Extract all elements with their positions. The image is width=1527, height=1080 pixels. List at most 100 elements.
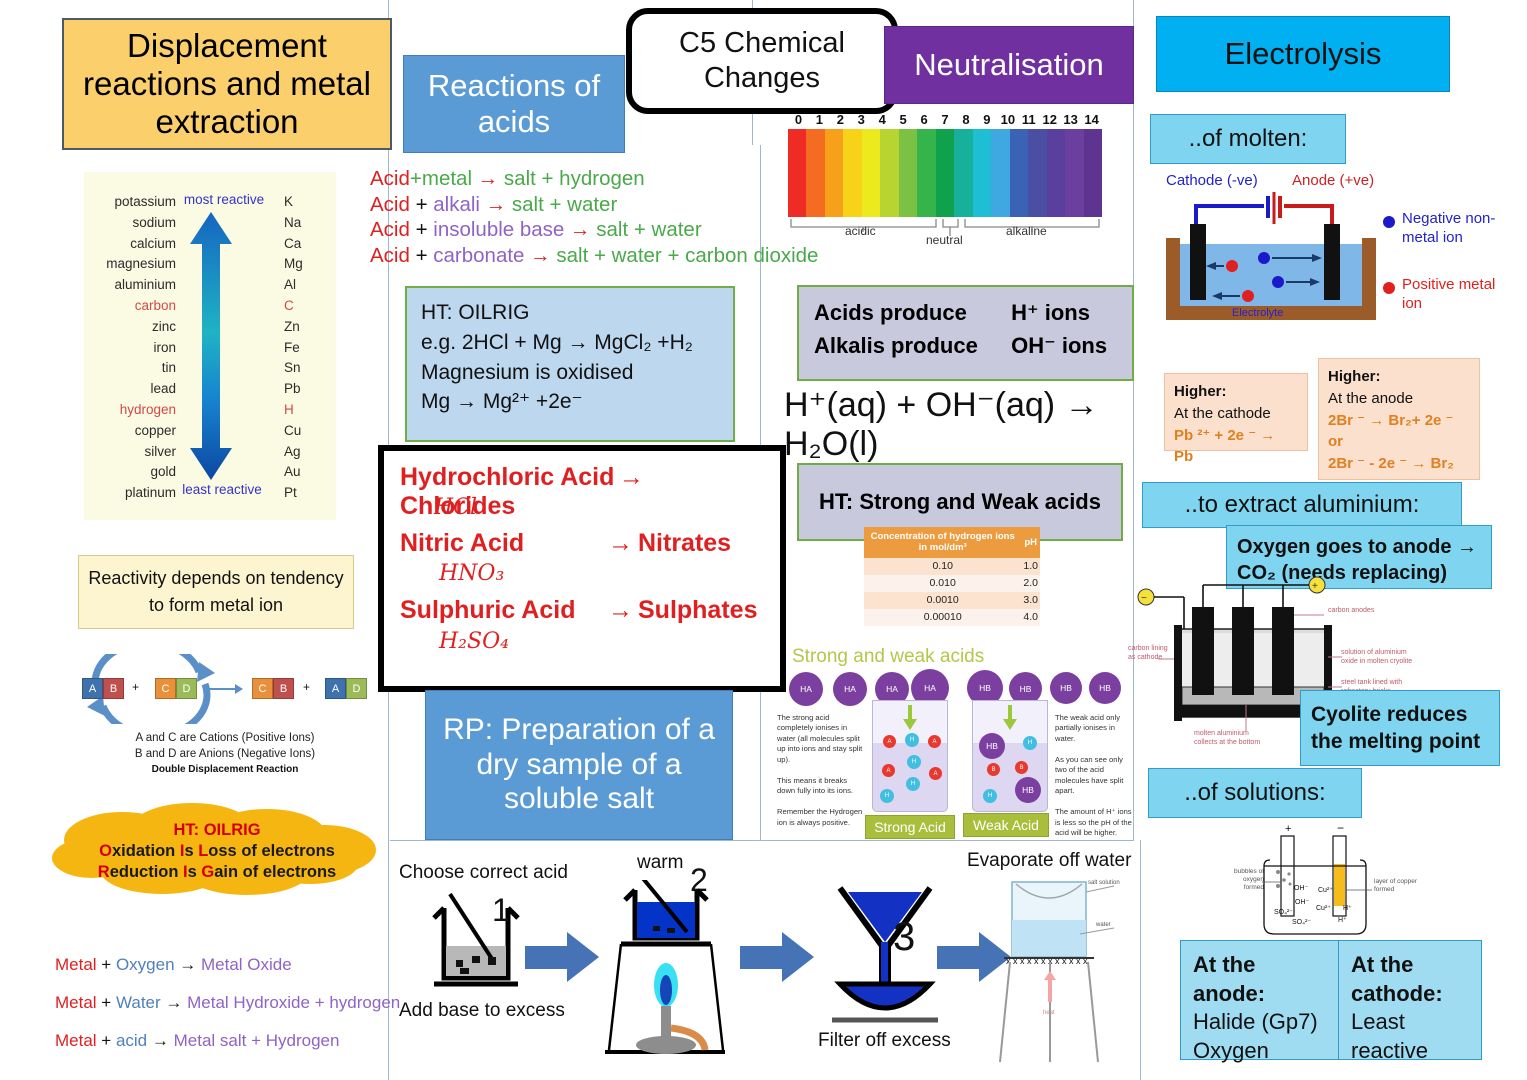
higher-cathode-line2: At the cathode bbox=[1174, 404, 1271, 422]
arrow-icon: → bbox=[530, 243, 551, 267]
plus-sign: + bbox=[409, 192, 434, 216]
acid-formula: HCl bbox=[434, 495, 477, 520]
reactivity-symbol: Na bbox=[284, 214, 302, 230]
acid-equations-list: Acid+metal → salt + hydrogen Acid + alka… bbox=[370, 166, 818, 269]
strong-weak-header-label: HT: Strong and Weak acids bbox=[819, 488, 1101, 514]
ph-acidic-label: acidic bbox=[845, 224, 876, 238]
solution-copper-label: layer of copper formed bbox=[1374, 878, 1417, 894]
reagent-label: Oxygen bbox=[115, 955, 175, 974]
oilrig-g: G bbox=[201, 863, 215, 881]
divider-right bbox=[1133, 0, 1134, 840]
oilrig-cloud-line2: Oxidation Is Loss of electrons bbox=[52, 841, 382, 862]
arrow-icon: → bbox=[570, 218, 591, 241]
hydrogen-ion-icon: H bbox=[907, 755, 921, 769]
reactivity-symbol: Pt bbox=[284, 485, 297, 501]
reactivity-name: aluminium bbox=[114, 277, 176, 293]
rp-arrow-3-icon bbox=[937, 932, 1011, 982]
ions-row2-left: Alkalis produce bbox=[814, 332, 978, 358]
ph-concentration-table: Concentration of hydrogen ions in mol/dm… bbox=[864, 527, 1040, 626]
acid-equation-row: Acid + carbonate → salt + water + carbon… bbox=[370, 243, 818, 269]
reactivity-name: silver bbox=[144, 443, 176, 459]
main-title-box: C5 Chemical Changes bbox=[626, 8, 898, 114]
ph-table-header-1: Concentration of hydrogen ions in mol/dm… bbox=[864, 527, 1022, 558]
ph-number: 14 bbox=[1084, 112, 1099, 127]
subheader-of-solutions-label: ..of solutions: bbox=[1184, 779, 1326, 806]
product-label: Metal Hydroxide + hydrogen bbox=[187, 993, 401, 1012]
higher-anode-line2: At the anode bbox=[1328, 389, 1414, 407]
oilrig-oxidation: xidation bbox=[112, 842, 180, 860]
ph-color-band bbox=[1083, 129, 1102, 217]
oilrig-box-line4: Mg → Mg²⁺ +2e⁻ bbox=[421, 390, 583, 414]
reactivity-name: calcium bbox=[130, 235, 176, 251]
metal-reaction-row: Metal + Oxygen → Metal Oxide bbox=[55, 955, 385, 975]
oilrig-i1: I bbox=[179, 842, 185, 860]
alu-carbon-lining-label: carbon lining as cathode bbox=[1128, 645, 1168, 661]
anion-icon: A bbox=[882, 764, 895, 777]
header-neutralisation-label: Neutralisation bbox=[914, 47, 1104, 82]
rp-step4-evaporate-icon: x x x x x x x x x x x x heat salt soluti… bbox=[999, 880, 1120, 1063]
higher-anode-title: Higher: bbox=[1328, 368, 1381, 385]
strong-acid-description: The strong acid completely ionises in wa… bbox=[777, 713, 863, 827]
oilrig-loss: oss of electrons bbox=[208, 842, 335, 860]
oilrig-cloud-line3: Reduction Is Gain of electrons bbox=[52, 862, 382, 883]
ph-number: 13 bbox=[1063, 112, 1078, 127]
solution-electrolysis-diagram: + − OH⁻ OH⁻ SO₄²⁻ SO₄²⁻ Cu²⁺ Cu²⁺ H⁺ H⁺ … bbox=[1234, 820, 1448, 942]
products-label: salt + water + carbon dioxide bbox=[556, 243, 819, 267]
legend-negative-label: Negative non-metal ion bbox=[1402, 210, 1496, 246]
ph-neutral-label: neutral bbox=[926, 233, 963, 247]
plus-sign: + bbox=[409, 243, 434, 267]
ph-color-band bbox=[1028, 129, 1047, 217]
ph-number: 9 bbox=[983, 112, 991, 127]
ph-number: 8 bbox=[962, 112, 970, 127]
ha-molecule: HA bbox=[833, 672, 867, 706]
rp-step1-beaker-icon bbox=[432, 892, 520, 987]
cathode-box-title-2: cathode: bbox=[1351, 980, 1443, 1006]
header-displacement-label: Displacement reactions and metal extract… bbox=[83, 26, 371, 141]
acid-label: Acid bbox=[370, 167, 410, 190]
divider-right2 bbox=[1140, 840, 1141, 1080]
reactivity-name: carbon bbox=[134, 297, 176, 313]
salt-name: Nitrates bbox=[638, 529, 732, 557]
hydrogen-ion-icon: H bbox=[906, 777, 920, 791]
svg-text:SO₄²⁻: SO₄²⁻ bbox=[1292, 919, 1311, 926]
oxygen-anode-note: Oxygen goes to anode → CO₂ (needs replac… bbox=[1226, 525, 1492, 589]
arrow-icon: → bbox=[477, 167, 499, 190]
subheader-of-molten-label: ..of molten: bbox=[1188, 125, 1308, 152]
arrow-icon: → bbox=[608, 596, 633, 624]
table-cell: 0.010 bbox=[864, 574, 1022, 592]
reactivity-symbol: Ca bbox=[284, 235, 302, 251]
reagent-label: Water bbox=[115, 993, 161, 1012]
acid-name: Sulphuric Acid bbox=[400, 596, 576, 624]
header-reactions-of-acids-label: Reactions of acids bbox=[427, 68, 601, 139]
ph-color-band bbox=[972, 129, 992, 217]
weak-acid-label: Weak Acid bbox=[963, 813, 1049, 837]
reactivity-symbol: Mg bbox=[284, 256, 303, 272]
table-cell: 0.0010 bbox=[864, 591, 1022, 609]
oilrig-box-line2: e.g. 2HCl + Mg → MgCl₂ +H₂ bbox=[421, 330, 693, 354]
oilrig-cloud: HT: OILRIG Oxidation Is Loss of electron… bbox=[52, 800, 382, 900]
hb-molecule: HB bbox=[1089, 672, 1121, 704]
ph-number: 10 bbox=[1000, 112, 1016, 127]
hydrogen-ion-icon: H bbox=[880, 789, 894, 803]
acid-formula-text: HNO₃ bbox=[439, 561, 505, 586]
ph-number: 12 bbox=[1042, 112, 1057, 127]
svg-text:−: − bbox=[1337, 821, 1344, 835]
weak-acid-beaker: HB H B B HB H bbox=[972, 700, 1048, 812]
cathode-label: Cathode (-ve) bbox=[1166, 172, 1258, 189]
ph-color-band bbox=[991, 129, 1010, 217]
subheader-extract-aluminium-label: ..to extract aluminium: bbox=[1184, 491, 1420, 518]
metal-label: Metal bbox=[55, 955, 97, 974]
cloud-shape-icon bbox=[52, 803, 376, 895]
ph-color-band bbox=[824, 129, 844, 217]
oilrig-reduction: eduction bbox=[109, 863, 184, 881]
reactivity-name: zinc bbox=[151, 318, 176, 334]
ph-number: 1 bbox=[815, 112, 824, 127]
oilrig-cloud-title: HT: OILRIG bbox=[173, 821, 261, 839]
